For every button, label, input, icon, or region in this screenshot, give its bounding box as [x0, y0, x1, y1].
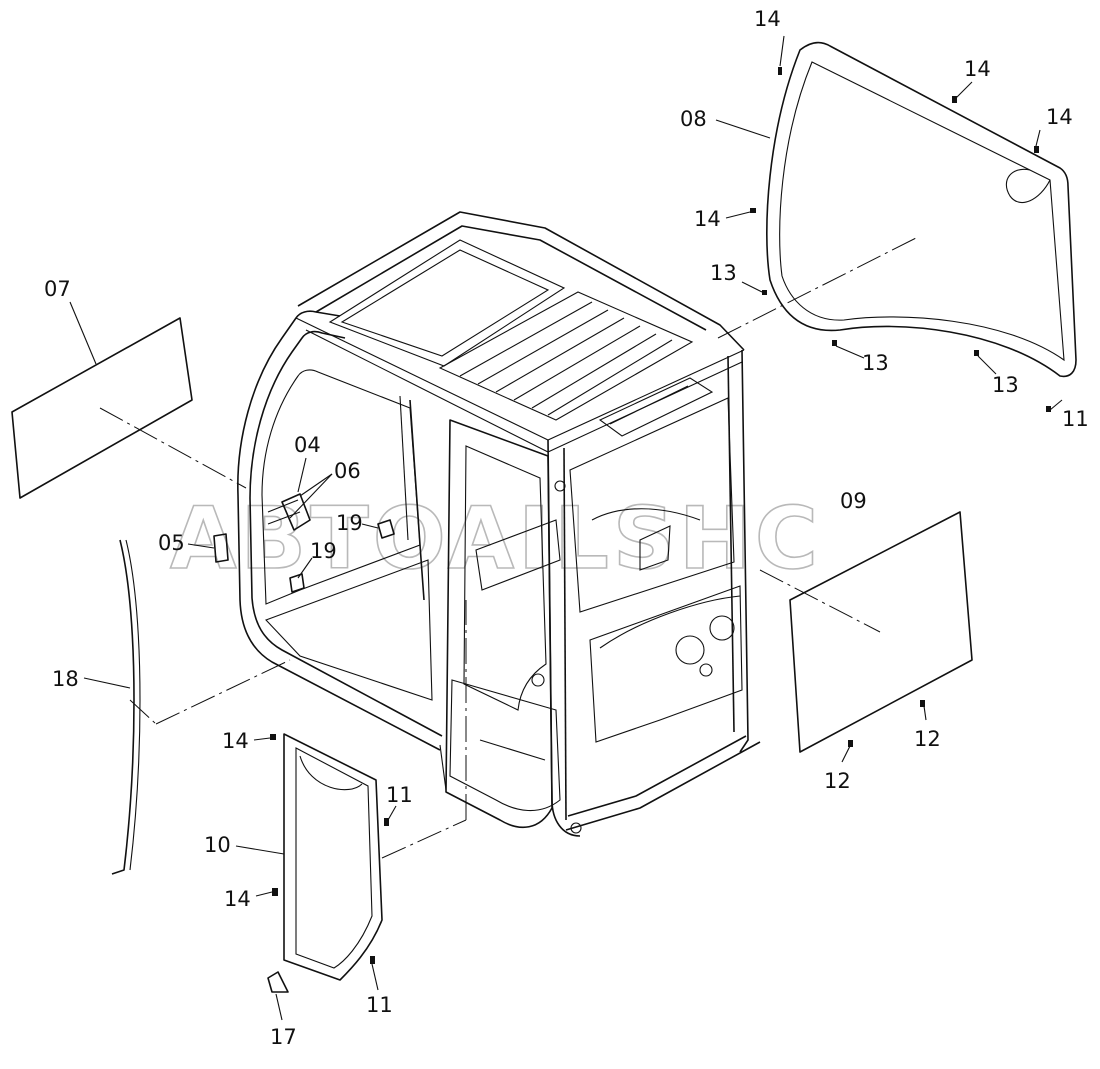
callout-10: 10: [204, 833, 231, 857]
leader-lines: [69, 35, 1063, 1021]
callout-14-left: 14: [694, 207, 721, 231]
callout-14-upper-right: 14: [964, 57, 991, 81]
callout-19-upper: 19: [336, 511, 363, 535]
callout-14-top: 14: [754, 7, 781, 31]
callout-11-upper-right: 11: [1062, 407, 1089, 431]
watermark: ABTOAILSHC: [170, 489, 822, 589]
cab-frame: [237, 211, 761, 837]
callout-04: 04: [294, 433, 321, 457]
callout-14-door-mid: 14: [224, 887, 251, 911]
callout-11-door-bottom: 11: [366, 993, 393, 1017]
glass-08: [766, 41, 1077, 378]
clip-05: [213, 533, 229, 563]
callout-12-right: 12: [914, 727, 941, 751]
callout-11-door-mid: 11: [386, 783, 413, 807]
clip-19-upper: [377, 519, 395, 539]
callout-08: 08: [680, 107, 707, 131]
assembly-centerlines: [99, 237, 917, 859]
callout-17: 17: [270, 1025, 297, 1049]
clip-19-lower: [289, 573, 305, 593]
callout-19-lower: 19: [310, 539, 337, 563]
cap-17: [267, 971, 289, 993]
callout-13-right: 13: [992, 373, 1019, 397]
callout-14-right: 14: [1046, 105, 1073, 129]
callout-09: 09: [840, 489, 867, 513]
callout-05: 05: [158, 531, 185, 555]
callout-07: 07: [44, 277, 71, 301]
callout-13-mid: 13: [862, 351, 889, 375]
callout-labels: 07 08 04 06 05 19 19 18 10 14 14 14 14 1…: [44, 7, 1089, 1049]
callout-18: 18: [52, 667, 79, 691]
callout-14-door-top: 14: [222, 729, 249, 753]
fasteners: [270, 67, 1051, 964]
seal-18: [111, 539, 135, 875]
callout-06: 06: [334, 459, 361, 483]
glass-10: [283, 733, 383, 981]
glass-09: [789, 511, 973, 753]
callout-13-left: 13: [710, 261, 737, 285]
bracket-04: [267, 493, 311, 531]
callout-12-left: 12: [824, 769, 851, 793]
glass-07: [11, 317, 193, 499]
